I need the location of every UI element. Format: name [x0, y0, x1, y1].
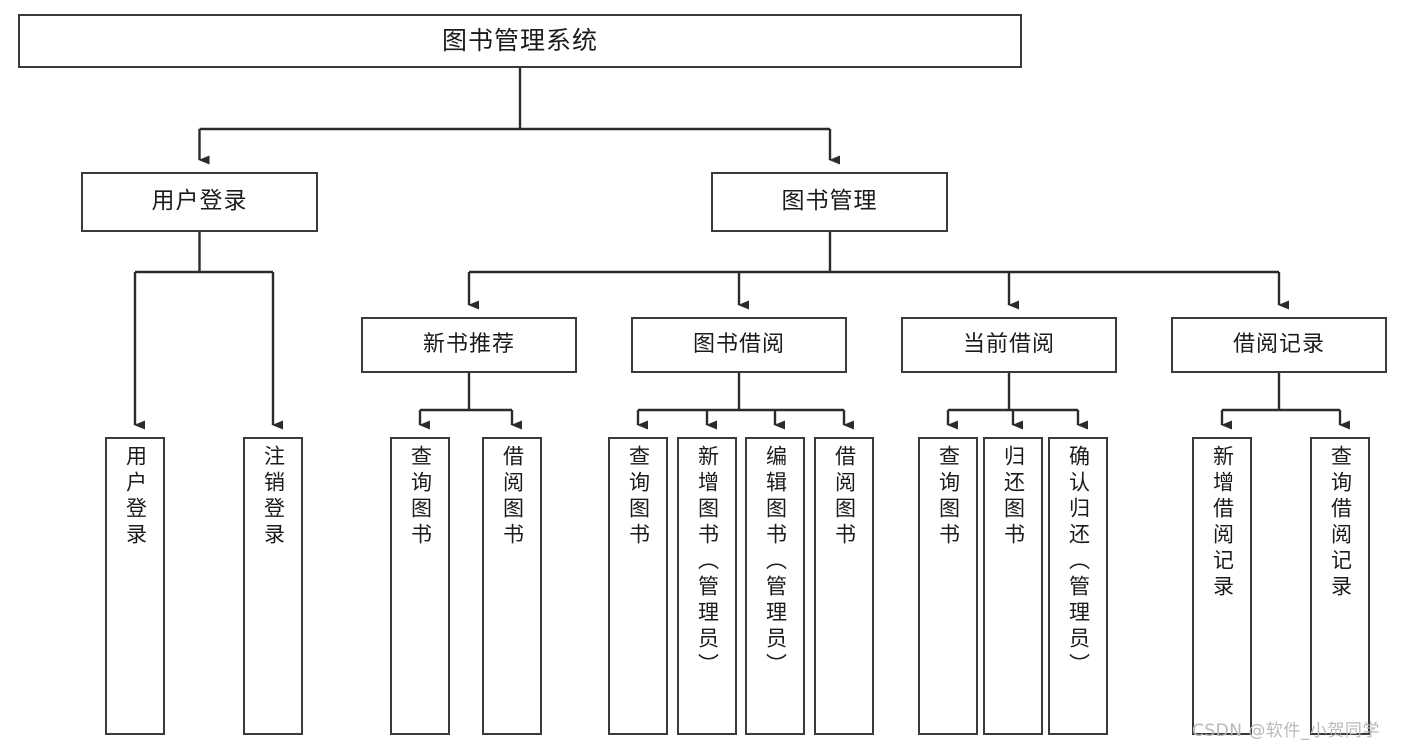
- node-label: 借阅图书: [500, 445, 525, 549]
- node-borrowing-record[interactable]: 借阅记录: [1171, 317, 1387, 373]
- node-label: 图书管理系统: [441, 26, 598, 56]
- node-label: 归还图书: [1001, 445, 1026, 549]
- leaf-borrow-book-recommendation[interactable]: 借阅图书: [482, 437, 542, 735]
- leaf-query-book-recommendation[interactable]: 查询图书: [390, 437, 450, 735]
- node-book-management[interactable]: 图书管理: [711, 172, 948, 232]
- node-label: 图书管理: [781, 188, 878, 215]
- node-label: 查询借阅记录: [1328, 445, 1353, 601]
- node-label: 用户登录: [151, 188, 248, 215]
- node-label: 图书借阅: [692, 332, 785, 358]
- node-current-borrowing[interactable]: 当前借阅: [901, 317, 1117, 373]
- node-label: 确认归还（管理员）: [1066, 445, 1091, 679]
- node-label: 查询图书: [408, 445, 433, 549]
- node-label: 用户登录: [123, 445, 148, 549]
- node-label: 查询图书: [936, 445, 961, 549]
- leaf-confirm-return-admin[interactable]: 确认归还（管理员）: [1048, 437, 1108, 735]
- leaf-logout-login[interactable]: 注销登录: [243, 437, 303, 735]
- leaf-user-login[interactable]: 用户登录: [105, 437, 165, 735]
- node-book-borrowing[interactable]: 图书借阅: [631, 317, 847, 373]
- node-label: 新书推荐: [422, 332, 515, 358]
- node-label: 借阅记录: [1232, 332, 1325, 358]
- leaf-query-book-borrowing[interactable]: 查询图书: [608, 437, 668, 735]
- node-label: 新增借阅记录: [1210, 445, 1235, 601]
- leaf-edit-book-admin[interactable]: 编辑图书（管理员）: [745, 437, 805, 735]
- node-label: 借阅图书: [832, 445, 857, 549]
- node-user-login[interactable]: 用户登录: [81, 172, 318, 232]
- node-label: 当前借阅: [962, 332, 1055, 358]
- node-label: 注销登录: [261, 445, 286, 549]
- node-label: 编辑图书（管理员）: [763, 445, 788, 679]
- node-label: 查询图书: [626, 445, 651, 549]
- node-root-book-management-system[interactable]: 图书管理系统: [18, 14, 1022, 68]
- leaf-add-borrowing-record[interactable]: 新增借阅记录: [1192, 437, 1252, 735]
- leaf-query-book-current[interactable]: 查询图书: [918, 437, 978, 735]
- leaf-borrow-book[interactable]: 借阅图书: [814, 437, 874, 735]
- node-label: 新增图书（管理员）: [695, 445, 720, 679]
- leaf-query-borrowing-record[interactable]: 查询借阅记录: [1310, 437, 1370, 735]
- csdn-watermark: CSDN @软件_小贺同学: [1192, 721, 1380, 741]
- leaf-add-book-admin[interactable]: 新增图书（管理员）: [677, 437, 737, 735]
- leaf-return-book[interactable]: 归还图书: [983, 437, 1043, 735]
- node-new-book-recommendation[interactable]: 新书推荐: [361, 317, 577, 373]
